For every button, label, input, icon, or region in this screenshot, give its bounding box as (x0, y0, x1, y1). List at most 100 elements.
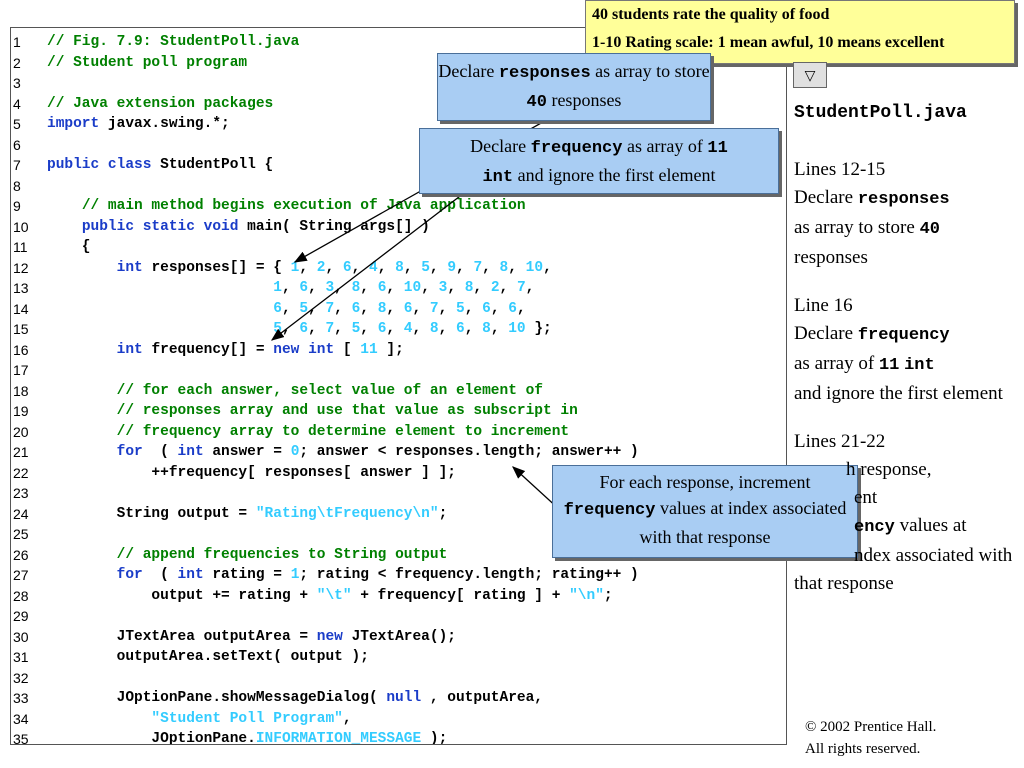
callout-code: 11 (707, 139, 728, 158)
code-text: JOptionPane.showMessageDialog( null , ou… (47, 690, 543, 706)
callout-code: 40 (526, 93, 547, 112)
callout-text: For each response, increment (599, 472, 811, 492)
line-number: 26 (13, 546, 29, 563)
section-text: ndex associated with (854, 545, 1013, 566)
line-number: 17 (13, 362, 29, 378)
callout-code: int (482, 168, 514, 187)
section-body: ency values at (794, 512, 1019, 542)
section-code: frequency (857, 326, 950, 345)
callout-text: as array of (622, 136, 708, 156)
callout-text: responses (546, 90, 622, 110)
callout-text: and ignore the first element (513, 165, 716, 185)
line-number: 12 (13, 259, 29, 276)
line-number: 34 (13, 710, 29, 727)
code-text: JTextArea outputArea = new JTextArea(); (47, 628, 456, 645)
copyright-line: © 2002 Prentice Hall. (805, 719, 937, 735)
line-number: 27 (13, 567, 29, 583)
code-text: int responses[] = { 1, 2, 6, 4, 8, 5, 9,… (116, 259, 552, 276)
section-code: ency (854, 518, 895, 537)
code-text: int frequency[] = new int [ 11 ]; (116, 341, 404, 358)
line-number: 28 (13, 587, 29, 604)
section-code: 40 (919, 220, 940, 239)
section-body: Declare responses as array to store 40 r… (794, 184, 1019, 272)
code-text: // Fig. 7.9: StudentPoll.java (47, 34, 300, 50)
line-number: 3 (13, 75, 21, 91)
section-text: that response (794, 573, 894, 594)
callout-text: Declare (438, 61, 499, 81)
section-text: ent (854, 487, 878, 508)
section-text: values at (894, 515, 967, 536)
line-number: 22 (13, 464, 29, 481)
line-number: 29 (13, 608, 29, 624)
sticky-note: 40 students rate the quality of food 1-1… (585, 0, 1015, 64)
code-text: // Student poll program (47, 54, 248, 71)
code-text: 5, 6, 7, 5, 6, 4, 8, 6, 8, 10 }; (273, 321, 552, 337)
line-number: 6 (13, 136, 21, 153)
line-number: 9 (13, 198, 21, 214)
code-text: for ( int answer = 0; answer < responses… (116, 444, 639, 460)
code-text: 1, 6, 3, 8, 6, 10, 3, 8, 2, 7, (273, 280, 535, 296)
section-text: and ignore the first element (794, 383, 1003, 404)
line-number: 32 (13, 669, 29, 686)
callout-code: frequency (563, 501, 656, 520)
code-text: // frequency array to determine element … (116, 423, 570, 440)
code-text: // for each answer, select value of an e… (116, 382, 543, 399)
line-number: 23 (13, 485, 29, 501)
copyright-line: All rights reserved. (805, 741, 921, 757)
code-text: import javax.swing.*; (47, 116, 230, 132)
code-text: // main method begins execution of Java … (81, 198, 526, 214)
section-text: as array of (794, 353, 879, 374)
callout-text: values at index associated with that res… (639, 498, 847, 547)
line-number: 35 (13, 731, 29, 745)
code-text: // responses array and use that value as… (116, 403, 578, 419)
code-text: String output = "Rating\tFrequency\n"; (47, 505, 448, 522)
line-number: 14 (13, 300, 29, 317)
line-number: 31 (13, 649, 29, 665)
code-text: output += rating + "\t" + frequency[ rat… (47, 587, 613, 604)
code-text: public class StudentPoll { (47, 157, 274, 173)
code-text: 6, 5, 7, 6, 8, 6, 7, 5, 6, 6, (273, 300, 526, 317)
arrow-to-frequency (270, 189, 469, 341)
line-number: 18 (13, 382, 29, 399)
line-number: 5 (13, 116, 21, 132)
code-text: JOptionPane.INFORMATION_MESSAGE ); (47, 731, 448, 745)
line-number: 11 (13, 239, 28, 255)
callout-increment: For each response, increment frequency v… (552, 465, 858, 558)
line-number: 4 (13, 95, 21, 112)
line-number: 33 (13, 690, 29, 706)
callout-code: responses (498, 64, 591, 83)
section-code: 11 (878, 356, 900, 375)
callout-text: Declare (470, 136, 531, 156)
code-text: for ( int rating = 1; rating < frequency… (116, 567, 639, 583)
line-number: 25 (13, 526, 29, 542)
line-number: 2 (13, 54, 21, 71)
line-number: 1 (13, 34, 21, 50)
code-text: { (47, 239, 91, 255)
callout-text: as array to store (590, 61, 710, 81)
section-heading: Lines 12-15 (794, 159, 886, 180)
note-line-1: 40 students rate the quality of food (592, 6, 830, 23)
line-number: 19 (13, 403, 29, 419)
code-text: "Student Poll Program", (151, 710, 352, 727)
line-number: 8 (13, 177, 21, 194)
code-text: public static void main( String args[] ) (81, 218, 430, 235)
section-body: Declare frequency as array of 11 int and… (794, 320, 1019, 408)
section-text: Declare (794, 187, 858, 208)
line-number: 30 (13, 628, 29, 645)
section-text: as array to store (794, 217, 920, 238)
section-text: h response, (846, 459, 932, 480)
line-number: 10 (13, 218, 29, 235)
section-code: responses (857, 190, 950, 209)
line-number: 24 (13, 505, 29, 522)
line-number: 13 (13, 280, 29, 296)
next-slide-button[interactable]: ▽ (793, 62, 827, 88)
sidebar-section-3: Lines 21-22 h response, ent ency values … (794, 428, 1019, 598)
code-text: // Java extension packages (47, 95, 274, 112)
file-name: StudentPoll.java (794, 103, 967, 123)
line-number: 15 (13, 321, 29, 337)
callout-responses: Declare responses as array to store 40 r… (437, 53, 711, 121)
section-heading: Line 16 (794, 295, 853, 316)
section-heading: Lines 21-22 (794, 431, 886, 452)
line-number: 16 (13, 341, 29, 358)
